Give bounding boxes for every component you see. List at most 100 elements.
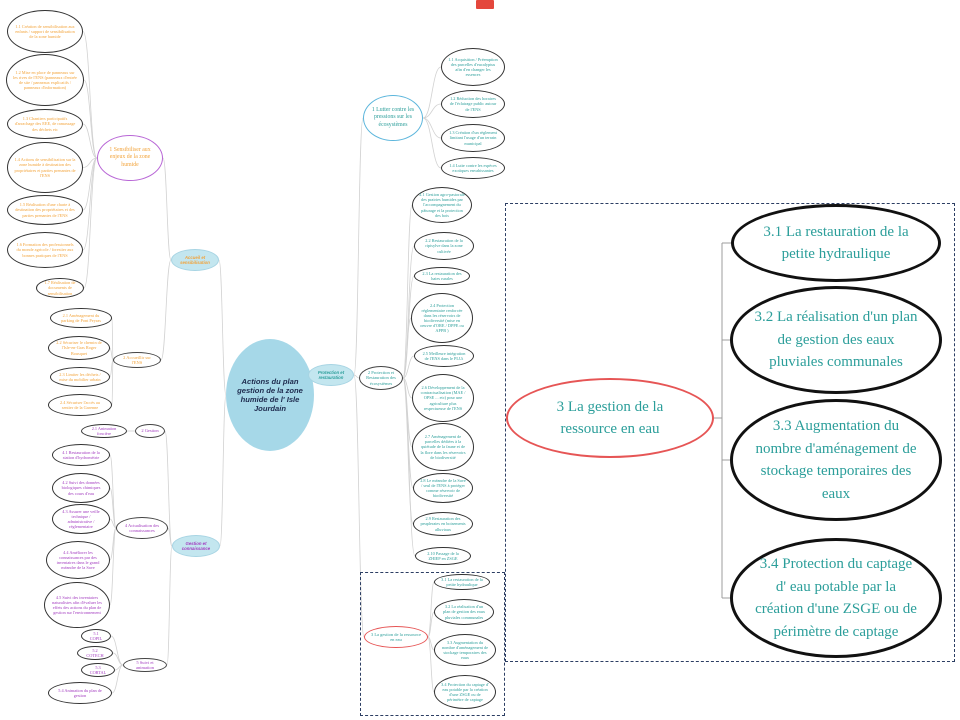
protection-action-3-4[interactable]: 3.4 Protection du captage d' eau potable… [434, 675, 496, 709]
connector-line [109, 359, 114, 378]
gestion-action-4-2[interactable]: 4.2 Suivi des données biologiques chimiq… [52, 473, 110, 503]
topic-connaissances[interactable]: 4 Actualisation des connaissances [116, 517, 168, 539]
accueil-action-1-6[interactable]: 1.6 Formation des professionnels du mond… [7, 232, 83, 268]
topic-label: 1.4 Lutte contre les espèces exotiques e… [449, 162, 497, 173]
topic-gestion[interactable]: 2 Gestion [135, 424, 165, 438]
topic-label: 3 La gestion de la ressource en eau [556, 398, 664, 438]
topic-label: 2.1 Gestion agro-pastorale des prairies … [419, 192, 465, 218]
topic-label: 4.1 Restauration de la station d'hydromé… [62, 449, 100, 460]
topic-sensibiliser[interactable]: 1 Sensibiliser aux enjeux de la zone hum… [97, 135, 163, 181]
gestion-action-4-4[interactable]: 4.4 Améliorer les connaissances par des … [46, 541, 110, 579]
connector-line [219, 394, 227, 547]
topic-label: Protection et restauration [317, 369, 345, 380]
protection-action-2-3[interactable]: 2.3 La restauration des haies rurales [414, 267, 470, 285]
connector-line [353, 374, 360, 379]
topic-label: 2.9 Restauration des peupleraies en bois… [420, 516, 466, 532]
connector-line [353, 374, 365, 638]
protection-action-1-4[interactable]: 1.4 Lutte contre les espèces exotiques e… [441, 157, 505, 179]
accueil-action-2-3[interactable]: 2.3 Limiter les déchets / mise du mobili… [50, 367, 110, 387]
accueil-action-1-1[interactable]: 1.1 Création de sensibilisation aux enfa… [7, 10, 83, 53]
accueil-action-2-2[interactable]: 2.2 Sécuriser le chemin de l'Isle-en-Gra… [48, 336, 110, 360]
connector-line [111, 359, 114, 406]
topic-suivi-animation[interactable]: 5 Suivi et animation [123, 658, 167, 672]
small-highlight-frame [360, 572, 505, 716]
topic-label: 1.1 Création de sensibilisation aux enfa… [15, 23, 75, 40]
topic-label: 2.3 La restauration des haies rurales [422, 270, 462, 281]
topic-label: 1.7 Réalisation de documents de sensibil… [44, 280, 76, 296]
accueil-action-1-7[interactable]: 1.7 Réalisation de documents de sensibil… [36, 278, 84, 298]
protection-action-3-1[interactable]: 3.1 La restauration de la petite hydraul… [434, 574, 490, 590]
zoom-action-3-3[interactable]: 3.3 Augmentation du nombre d'aménagement… [730, 399, 942, 521]
topic-lutter-pressions[interactable]: 1 Lutter contre les pressions sur les éc… [363, 95, 423, 141]
topic-label: 4.4 Améliorer les connaissances par des … [56, 549, 100, 571]
accueil-action-1-3[interactable]: 1.3 Chantiers participatifs d'arrachage … [7, 109, 83, 139]
protection-action-2-4[interactable]: 2.4 Protection réglementaire renforcée d… [411, 293, 473, 343]
topic-label: 2.4 Sécuriser l'accès au sentier de la G… [60, 399, 100, 410]
connector-line [167, 527, 173, 547]
gestion-action-5-2[interactable]: 5.2 COTECH [77, 646, 113, 660]
gestion-action-4-5[interactable]: 4.5 Suivi des inventaires naturalistes a… [44, 582, 110, 628]
protection-action-1-1[interactable]: 1.1 Acquisition / Préemption des parcell… [441, 48, 505, 86]
topic-label: 1.1 Acquisition / Préemption des parcell… [448, 56, 498, 78]
connector-line [427, 581, 435, 638]
gestion-action-2-1[interactable]: 2.1 Animation foncière [81, 424, 127, 438]
gestion-action-5-4[interactable]: 5.4 Animation du plan de gestion [48, 682, 112, 704]
branch-protection-restauration[interactable]: Protection et restauration [308, 364, 354, 386]
connector-line [109, 518, 117, 529]
topic-label: 4.2 Suivi des données biologiques chimiq… [61, 480, 101, 496]
zoom-highlight-frame [505, 203, 955, 662]
protection-action-1-3[interactable]: 1.3 Création d'un règlement limitant l'u… [441, 124, 505, 152]
topic-label: 2.1 Aménagement du parking de Pont Peyra… [61, 312, 101, 323]
topic-proteger-restaurer[interactable]: 2 Protection et Restauration des écosyst… [359, 366, 403, 390]
protection-action-2-9[interactable]: 2.9 Restauration des peupleraies en bois… [413, 512, 473, 536]
gestion-action-5-1[interactable]: 5.1 COPIL [81, 629, 111, 643]
topic-label: 3.3 Augmentation du nombre d'aménagement… [441, 639, 489, 661]
protection-action-2-6[interactable]: 2.6 Développement de la contractualisati… [412, 374, 474, 422]
gestion-action-4-1[interactable]: 4.1 Restauration de la station d'hydromé… [52, 444, 110, 466]
zoom-action-3-2[interactable]: 3.2 La réalisation d'un plan de gestion … [730, 286, 942, 394]
topic-label: 4.3 Assurer une veille technique / admin… [62, 508, 100, 530]
protection-action-2-10[interactable]: 2.10 Passage de la ZHIEP en ZSGE [415, 547, 471, 565]
topic-label: 1 Sensibiliser aux enjeux de la zone hum… [109, 147, 151, 168]
connector-line [422, 117, 442, 169]
gestion-action-5-3[interactable]: 5.3 CORTAL [81, 663, 115, 677]
protection-action-2-2[interactable]: 2.2 Restauration de la ripisylve dans la… [414, 232, 474, 260]
protection-action-2-7[interactable]: 2.7 Aménagement de parcelles dédiées à l… [412, 423, 474, 471]
connector-line [422, 66, 442, 119]
accueil-action-1-2[interactable]: 1.2 Mise en place de panneaux sur les ri… [6, 54, 84, 106]
accueil-action-2-1[interactable]: 2.1 Aménagement du parking de Pont Peyra… [50, 308, 112, 328]
branch-accueil-sensibilisation[interactable]: Accueil et sensibilisation [171, 249, 219, 271]
topic-label: 2.10 Passage de la ZHIEP en ZSGE [427, 550, 459, 561]
zoom-action-3-4[interactable]: 3.4 Protection du captage d' eau potable… [730, 538, 942, 658]
gestion-action-4-3[interactable]: 4.3 Assurer une veille technique / admin… [52, 504, 110, 534]
topic-label: 5 Suivi et animation [136, 659, 154, 670]
protection-action-3-3[interactable]: 3.3 Augmentation du nombre d'aménagement… [434, 634, 496, 666]
accueil-action-2-4[interactable]: 2.4 Sécuriser l'accès au sentier de la G… [48, 394, 112, 416]
connector-line [82, 123, 98, 159]
topic-label: 2.2 Restauration de la ripisylve dans la… [425, 238, 463, 254]
topic-label: 3.1 La restauration de la petite hydraul… [441, 576, 483, 587]
connector-line [402, 204, 413, 379]
accueil-action-1-5[interactable]: 1.5 Réalisation d'une charte à destinati… [7, 195, 83, 225]
protection-action-3-2[interactable]: 3.2 La réalisation d'un plan de gestion … [434, 599, 494, 625]
zoom-action-3-1[interactable]: 3.1 La restauration de la petite hydraul… [731, 204, 941, 282]
topic-label: 2 Accueillir sur l'ENS [123, 354, 151, 365]
connector-line [427, 636, 435, 651]
protection-action-2-8[interactable]: 2.8 Le méandre de la Save / seul de l'EN… [413, 473, 473, 503]
branch-gestion-connaissance[interactable]: Gestion et connaissance [172, 535, 220, 557]
protection-action-2-5[interactable]: 2.5 Meilleure intégration de l'ENS dans … [414, 345, 474, 367]
protection-action-1-2[interactable]: 1.2 Réduction des horaires de l'éclairag… [441, 90, 505, 118]
topic-gestion-ressource-eau[interactable]: 3 La gestion de la ressource en eau [364, 626, 428, 648]
topic-label: 4.5 Suivi des inventaires naturalistes a… [52, 594, 102, 616]
topic-accueillir[interactable]: 2 Accueillir sur l'ENS [113, 352, 161, 368]
connector-line [353, 117, 364, 376]
accueil-action-1-4[interactable]: 1.4 Actions de sensibilisation sur la zo… [7, 142, 83, 193]
topic-label: 2.2 Sécuriser le chemin de l'Isle-en-Gra… [56, 340, 102, 356]
topic-label: 1.3 Création d'un règlement limitant l'u… [449, 130, 497, 146]
connector-line [162, 157, 172, 261]
central-topic[interactable]: Actions du plan gestion de la zone humid… [226, 339, 314, 451]
connector-line [402, 377, 413, 399]
protection-action-2-1[interactable]: 2.1 Gestion agro-pastorale des prairies … [412, 187, 472, 223]
zoom-topic-gestion-ressource-eau[interactable]: 3 La gestion de la ressource en eau [506, 378, 714, 458]
